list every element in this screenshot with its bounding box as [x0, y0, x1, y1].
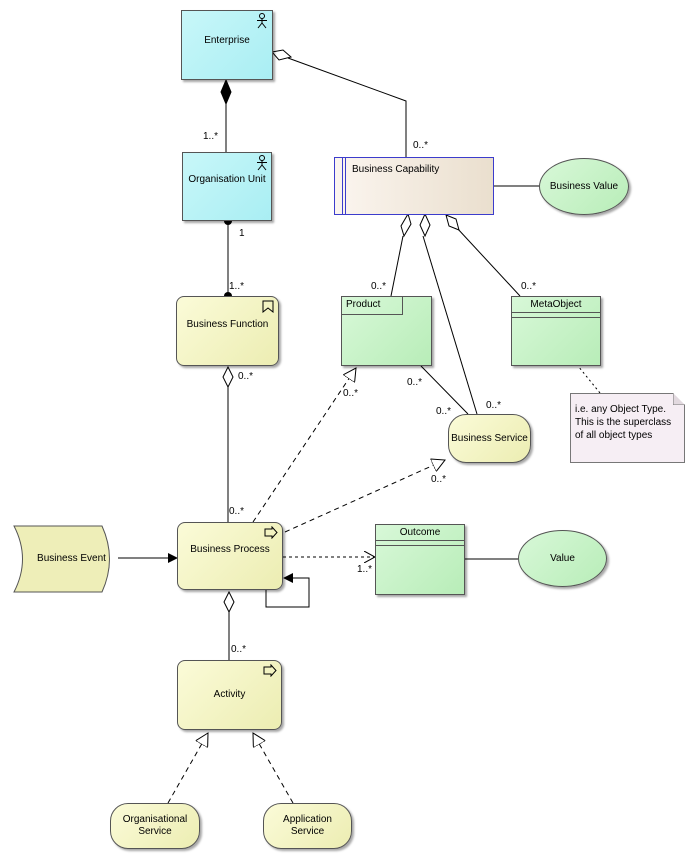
enterprise-label: Enterprise — [204, 35, 250, 46]
link-process-service — [284, 460, 445, 533]
metaobject-label: MetaObject — [512, 297, 600, 313]
aggregation-diamond — [223, 590, 235, 614]
product-label: Product — [346, 298, 381, 310]
business-service-label: Business Service — [451, 432, 528, 444]
multiplicity-label: 0..* — [231, 644, 247, 655]
note: i.e. any Object Type. This is the superc… — [570, 393, 685, 463]
note-line-1: i.e. any Object Type. — [575, 404, 666, 415]
outcome-label: Outcome — [376, 525, 464, 541]
multiplicity-label: 0..* — [431, 474, 447, 485]
business-process-node[interactable]: Business Process — [177, 522, 283, 590]
business-value-node[interactable]: Business Value — [539, 158, 629, 215]
actor-icon — [257, 13, 267, 29]
business-value-label: Business Value — [549, 180, 619, 192]
multiplicity-label: 0..* — [238, 371, 254, 382]
link-enterprise-capability — [287, 57, 407, 157]
aggregation-diamond — [271, 49, 293, 61]
product-node[interactable]: Product — [341, 296, 432, 366]
organisational-service-node[interactable]: Organisational Service — [110, 803, 200, 849]
aggregation-diamond — [222, 365, 234, 389]
multiplicity-label: 0..* — [521, 281, 537, 292]
business-event-label: Business Event — [37, 553, 106, 564]
multiplicity-label: 0..* — [371, 281, 387, 292]
business-event-node[interactable]: Business Event — [11, 525, 118, 593]
composition-diamond — [220, 78, 232, 106]
business-capability-node[interactable]: Business Capability — [334, 157, 494, 215]
link-process-product — [252, 368, 356, 523]
aggregation-diamond — [445, 214, 460, 231]
link-appservice-activity — [253, 733, 294, 804]
aggregation-diamond — [400, 212, 412, 238]
activity-label: Activity — [213, 689, 246, 700]
link-capability-product — [390, 235, 404, 297]
activity-node[interactable]: Activity — [177, 660, 282, 730]
value-node[interactable]: Value — [518, 530, 607, 587]
link-note-metaobject — [577, 365, 601, 394]
business-function-label: Business Function — [186, 319, 269, 330]
organisation-unit-node[interactable]: Organisation Unit — [182, 152, 272, 221]
event-shape — [13, 525, 110, 593]
product-tab — [342, 297, 403, 315]
multiplicity-label: 1..* — [357, 564, 373, 575]
multiplicity-label: 1..* — [203, 131, 219, 142]
enterprise-node[interactable]: Enterprise — [181, 10, 273, 80]
outcome-node[interactable]: Outcome — [375, 524, 465, 595]
outcome-compartment — [376, 545, 464, 546]
value-label: Value — [550, 552, 575, 564]
note-line-2: This is the superclass — [575, 417, 672, 428]
application-service-node[interactable]: Application Service — [263, 803, 352, 849]
business-process-label: Business Process — [190, 544, 270, 555]
business-function-node[interactable]: Business Function — [176, 296, 279, 366]
business-service-node[interactable]: Business Service — [448, 414, 531, 463]
organisational-service-label: Organisational Service — [122, 814, 188, 837]
multiplicity-label: 1 — [239, 228, 245, 239]
multiplicity-label: 0..* — [436, 406, 452, 417]
link-capability-metaobject — [456, 227, 521, 297]
actor-icon — [257, 155, 267, 171]
bookmark-icon — [262, 300, 274, 313]
note-corner-fold — [673, 393, 685, 405]
link-product-service — [420, 365, 469, 415]
note-line-3: of all object types — [575, 430, 653, 441]
aggregation-diamond — [419, 212, 431, 238]
link-process-self — [265, 573, 310, 608]
application-service-label: Application Service — [283, 814, 332, 837]
metaobject-node[interactable]: MetaObject — [511, 296, 601, 366]
business-capability-label: Business Capability — [352, 164, 440, 175]
metaobject-compartment — [512, 317, 600, 318]
process-arrow-icon — [264, 526, 278, 539]
multiplicity-label: 0..* — [413, 140, 429, 151]
multiplicity-label: 0..* — [486, 400, 502, 411]
multiplicity-label: 0..* — [229, 506, 245, 517]
multiplicity-label: 1..* — [229, 281, 245, 292]
link-orgservice-activity — [167, 733, 208, 804]
organisation-unit-label: Organisation Unit — [188, 173, 266, 185]
multiplicity-label: 0..* — [343, 388, 359, 399]
link-capability-service — [422, 235, 478, 415]
process-arrow-icon — [263, 664, 277, 677]
multiplicity-label: 0..* — [407, 377, 423, 388]
